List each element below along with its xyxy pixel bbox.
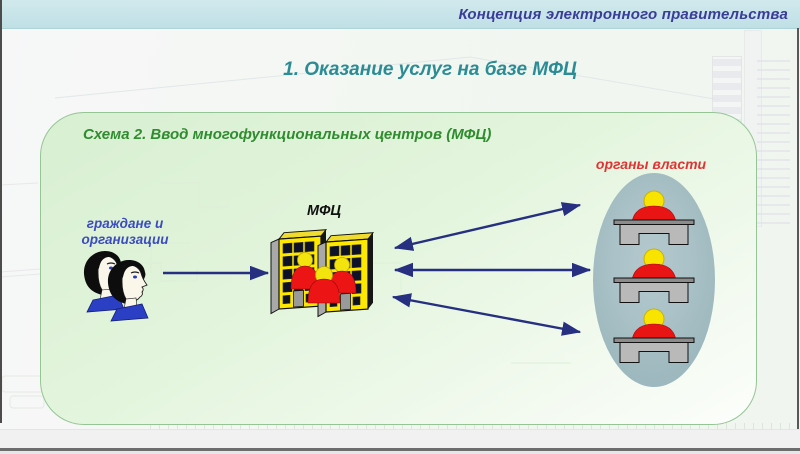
scheme-title: Схема 2. Ввод многофункциональных центро… xyxy=(83,126,492,143)
authorities-ellipse xyxy=(593,173,715,387)
citizens-label-line1: граждане и xyxy=(86,216,164,231)
arrow-mfc-authority-top xyxy=(393,202,582,251)
slide-bottom-border xyxy=(0,448,800,451)
page-title: 1. Оказание услуг на базе МФЦ xyxy=(283,59,577,80)
official-at-desk-icon xyxy=(613,308,695,363)
scheme-box: Схема 2. Ввод многофункциональных центро… xyxy=(40,112,757,425)
mfc-label: МФЦ xyxy=(307,203,341,219)
official-at-desk-icon xyxy=(613,190,695,245)
slide-bottom-edge xyxy=(0,451,800,454)
header-bar: Концепция электронного правительства xyxy=(0,0,800,29)
office-buildings-with-crowd-icon xyxy=(270,229,374,318)
slide-right-edge xyxy=(797,28,799,451)
slide-bottom-strip xyxy=(0,429,800,449)
arrow-mfc-authority-bottom xyxy=(391,293,582,336)
official-at-desk-icon xyxy=(613,248,695,303)
crowd-icon xyxy=(290,252,357,304)
authorities-label: органы власти xyxy=(595,156,707,172)
front-person xyxy=(107,259,149,322)
citizens-label-line2: организации xyxy=(81,231,169,247)
watermark-dashes xyxy=(757,60,790,225)
header-title: Концепция электронного правительства xyxy=(458,5,788,23)
slide-left-edge xyxy=(0,0,2,423)
citizens-label: граждане и организации xyxy=(57,216,193,248)
two-person-profile-icon xyxy=(83,250,149,322)
